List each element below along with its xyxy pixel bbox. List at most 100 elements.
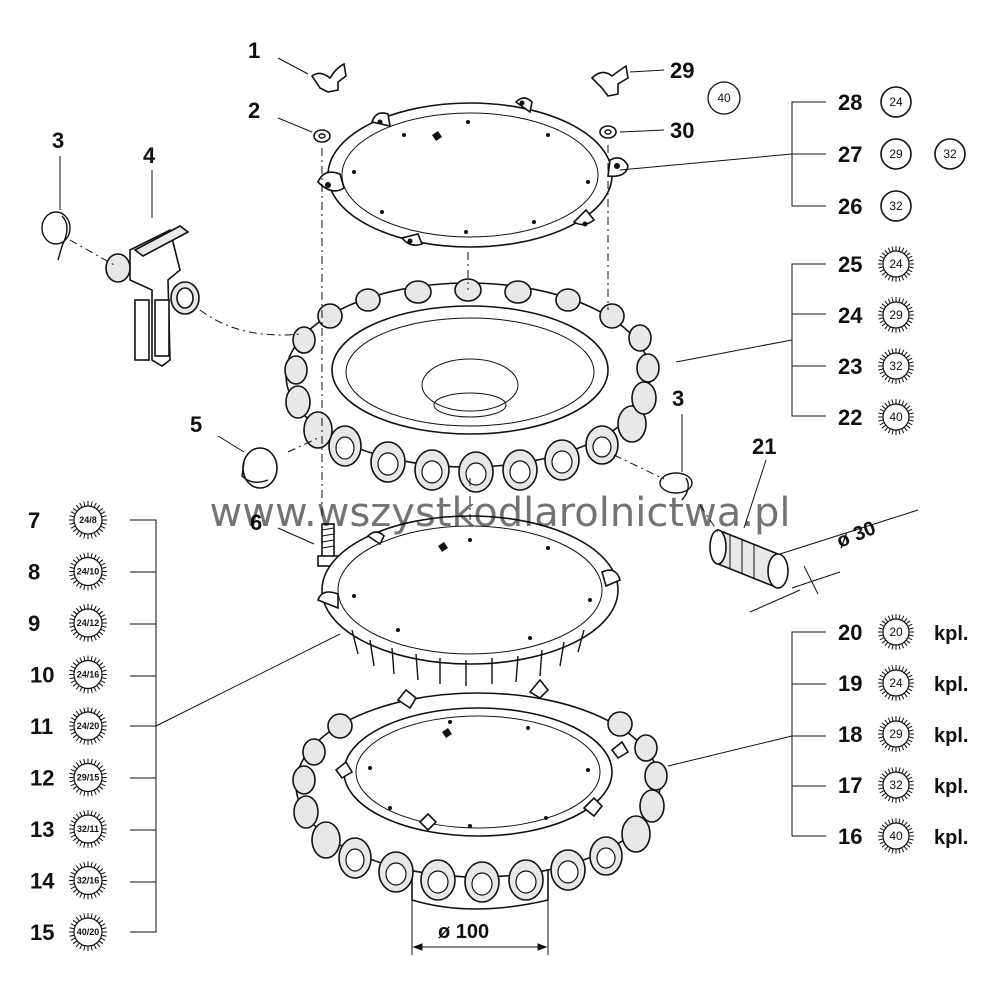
variant-num-20: 20: [838, 620, 862, 645]
leader-lines: [59, 57, 826, 933]
variant-num-12: 12: [30, 766, 54, 791]
badge-27b-label: 32: [943, 147, 957, 161]
badge-27a-label: 29: [889, 147, 903, 161]
variant-num-8: 8: [28, 560, 40, 585]
variant-num-9: 9: [28, 611, 40, 636]
kpl-label-17: kpl.: [934, 776, 968, 798]
badge-29: 40: [707, 81, 741, 115]
badge-28: [880, 86, 912, 118]
valve-assembly: [105, 225, 200, 367]
bottom-plate-variants: 7 24/8 8 24/10 9 24/12 10 24/16 11 24/20 12 29/15 13…: [28, 501, 107, 951]
hose-clamp-right: [659, 472, 693, 501]
variant-num-19: 19: [838, 671, 862, 696]
kpl-label-19: kpl.: [934, 674, 968, 696]
variant-num-28: 28: [838, 90, 862, 115]
callout-29: 29: [670, 58, 694, 83]
kpl-label-18: kpl.: [934, 725, 968, 747]
variant-num-7: 7: [28, 508, 40, 533]
badge-22: 40: [878, 399, 914, 435]
badge-29-label: 40: [717, 91, 731, 105]
badge-25: 24: [878, 246, 914, 282]
badge-10: 24/16: [69, 655, 107, 694]
badge-7: 24/8: [69, 501, 107, 539]
badge-19: 24: [878, 665, 914, 701]
badge-22-label: 40: [889, 410, 903, 424]
badge-27b: [934, 138, 966, 170]
badge-11: 24/20: [69, 707, 107, 745]
badge-12: 29/15: [69, 758, 107, 797]
callout-21: 21: [752, 434, 776, 459]
badge-24: 29: [878, 297, 914, 333]
badge-7-label: 24/8: [79, 515, 97, 525]
variant-num-14: 14: [30, 869, 55, 894]
callout-1: 1: [248, 38, 260, 63]
badge-26: [880, 190, 912, 222]
callout-5: 5: [190, 412, 202, 437]
variant-num-22: 22: [838, 405, 862, 430]
complete-variants: 20 20 kpl. 19 24 kpl. 18 29 kpl. 17 32 kpl. 16 40 kpl.: [838, 614, 968, 854]
badge-17: 32: [878, 767, 914, 803]
callout-2: 2: [248, 98, 260, 123]
badge-23-label: 32: [889, 359, 903, 373]
variant-num-25: 25: [838, 252, 862, 277]
callout-3-left: 3: [52, 128, 64, 153]
callout-30: 30: [670, 118, 694, 143]
top-cover-plate: [317, 97, 629, 248]
badge-15: 40/20: [69, 913, 107, 951]
housing-variants: 25 24 24 29 23 32 22 40: [838, 246, 914, 435]
kpl-label-20: kpl.: [934, 623, 968, 645]
badge-27a: [880, 138, 912, 170]
base-diameter-label: ø 100: [438, 921, 489, 943]
variant-num-10: 10: [30, 663, 54, 688]
washer-left: [313, 129, 331, 143]
dimension-lines: [411, 509, 919, 955]
badge-23: 32: [878, 348, 914, 384]
badge-11-label: 24/20: [77, 721, 100, 731]
badge-17-label: 32: [889, 778, 903, 792]
callout-numbers: 1 2 3 4 5 6 3 21 29 30: [52, 38, 776, 535]
badge-13: 32/11: [69, 810, 107, 848]
wing-nut-left: [310, 62, 347, 93]
badge-9-label: 24/12: [77, 618, 100, 628]
end-cap: [241, 447, 278, 489]
badge-8-label: 24/10: [77, 567, 100, 577]
wing-nut-right: [590, 64, 629, 97]
badge-28-label: 24: [889, 95, 903, 109]
badge-20: 20: [878, 614, 914, 650]
badge-24-label: 29: [889, 308, 903, 322]
variant-num-27: 27: [838, 142, 862, 167]
badge-9: 24/12: [69, 604, 107, 642]
nozzle-diameter-label: ø 30: [834, 517, 879, 552]
badge-18-label: 29: [889, 727, 903, 741]
badge-14-label: 32/16: [77, 876, 100, 886]
badge-16-label: 40: [889, 829, 903, 843]
hose-clamp-left: [41, 211, 71, 261]
variant-num-24: 24: [838, 303, 863, 328]
plate-variants: 28 24 27 29 32 26 32: [838, 86, 966, 222]
badge-16: 40: [878, 818, 914, 854]
badge-20-label: 20: [889, 625, 903, 639]
outlet-nozzle: [709, 528, 789, 590]
variant-num-13: 13: [30, 817, 54, 842]
variant-num-23: 23: [838, 354, 862, 379]
complete-distributor-assembly: [292, 678, 668, 910]
badge-18: 29: [878, 716, 914, 752]
badge-25-label: 24: [889, 257, 903, 271]
variant-num-18: 18: [838, 722, 862, 747]
badge-10-label: 24/16: [77, 670, 100, 680]
callout-4: 4: [143, 143, 156, 168]
variant-num-17: 17: [838, 773, 862, 798]
variant-num-11: 11: [30, 714, 53, 739]
assembly-center-lines: [69, 145, 721, 536]
variant-num-15: 15: [30, 920, 54, 945]
callout-6: 6: [250, 510, 262, 535]
washer-right: [599, 125, 617, 139]
badge-12-label: 29/15: [77, 773, 100, 783]
badge-26-label: 32: [889, 199, 903, 213]
kpl-label-16: kpl.: [934, 827, 968, 849]
variant-num-16: 16: [838, 824, 862, 849]
badge-8: 24/10: [69, 552, 107, 591]
badge-13-label: 32/11: [77, 824, 99, 834]
distributor-housing: [284, 278, 660, 493]
